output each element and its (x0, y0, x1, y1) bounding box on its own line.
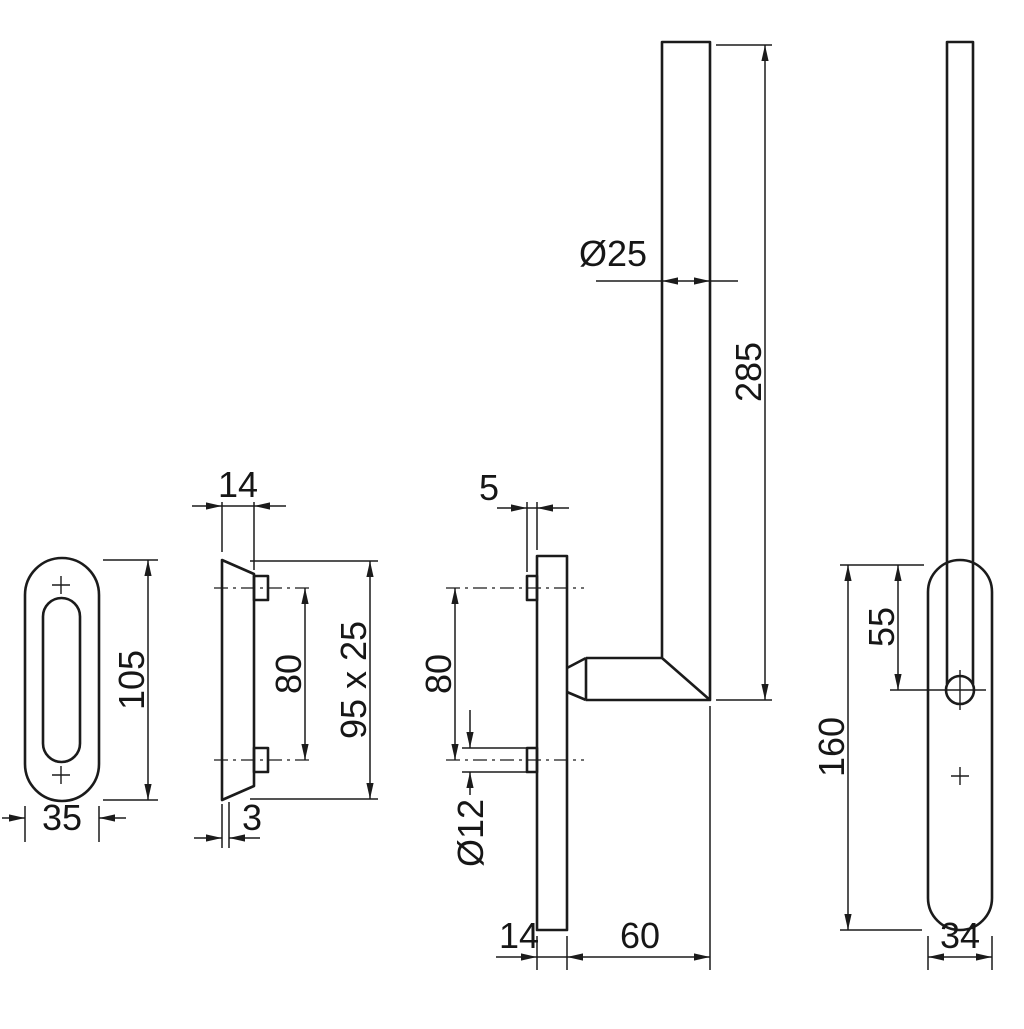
base-plate-outline (535, 554, 569, 932)
dim-label-bar-diameter: Ø25 (579, 233, 647, 274)
dim-label-plate-thickness: 14 (499, 915, 539, 956)
dim-extension-lines (840, 564, 986, 691)
screw-centerlines (446, 587, 584, 761)
dim-screw-boss-height: 5 (479, 467, 569, 572)
dim-label-profile-screw-spacing: 80 (268, 654, 309, 694)
view-rosette-front: 105 35 (2, 556, 158, 842)
dim-label-grip-width: 34 (940, 915, 980, 956)
dim-rosette-width: 35 (2, 797, 126, 842)
dim-bar-diameter: Ø25 (579, 233, 738, 285)
dim-label-profile-thickness: 14 (218, 464, 258, 505)
dim-label-rosette-height: 105 (111, 650, 152, 710)
screw-centerlines (214, 587, 312, 761)
dim-label-bar-length: 285 (728, 342, 769, 402)
dim-label-arm-reach: 60 (620, 915, 660, 956)
screw-center-mark-icon (951, 767, 969, 785)
rosette-profile-outline (220, 558, 256, 802)
screw-center-mark-bottom-icon (52, 766, 70, 784)
dim-label-screw-diameter: Ø12 (450, 799, 491, 867)
dim-grip-width: 34 (927, 915, 993, 970)
dim-neck-offset: 55 (840, 564, 986, 691)
dim-profile-thickness: 14 (192, 464, 286, 570)
dim-screw-diameter: Ø12 (450, 710, 532, 867)
dim-extension-lines (250, 560, 378, 800)
dim-grip-length: 160 (811, 565, 922, 931)
dim-label-rosette-width: 35 (42, 797, 82, 838)
view-handle-side: 5 80 Ø12 Ø25 285 14 (418, 40, 772, 970)
dim-extension-lines (536, 936, 568, 970)
handle-bar-front-outline (945, 40, 975, 684)
dim-label-screw-boss-height: 5 (479, 467, 499, 508)
dim-extension-lines (221, 502, 255, 570)
rosette-outline (23, 556, 101, 803)
view-rosette-profile: 14 80 95 x 25 3 (192, 464, 378, 848)
dim-label-profile-plate-size: 95 x 25 (333, 621, 374, 739)
dim-profile-screw-spacing: 80 (268, 588, 309, 760)
dim-plate-thickness: 14 (496, 915, 568, 970)
dim-extension-lines (927, 936, 993, 970)
rosette-slot (41, 596, 82, 764)
dim-label-neck-offset: 55 (861, 607, 902, 647)
dim-profile-edge-thickness: 3 (194, 797, 262, 848)
dim-bar-length: 285 (716, 44, 772, 701)
grip-outline (926, 558, 994, 932)
handle-arm-and-bar-outline (566, 40, 712, 702)
dim-label-profile-edge-thickness: 3 (242, 797, 262, 838)
dim-arm-reach: 60 (567, 706, 711, 970)
dim-label-grip-length: 160 (811, 717, 852, 777)
dim-rosette-height: 105 (103, 559, 158, 801)
dim-profile-plate-size: 95 x 25 (250, 560, 378, 800)
dim-extension-lines (462, 747, 532, 773)
screw-center-mark-top-icon (52, 576, 70, 594)
dim-plate-screw-spacing: 80 (418, 588, 459, 760)
view-handle-front: 55 160 34 (811, 40, 994, 970)
dim-label-plate-screw-spacing: 80 (418, 654, 459, 694)
dim-extension-lines (24, 806, 100, 842)
